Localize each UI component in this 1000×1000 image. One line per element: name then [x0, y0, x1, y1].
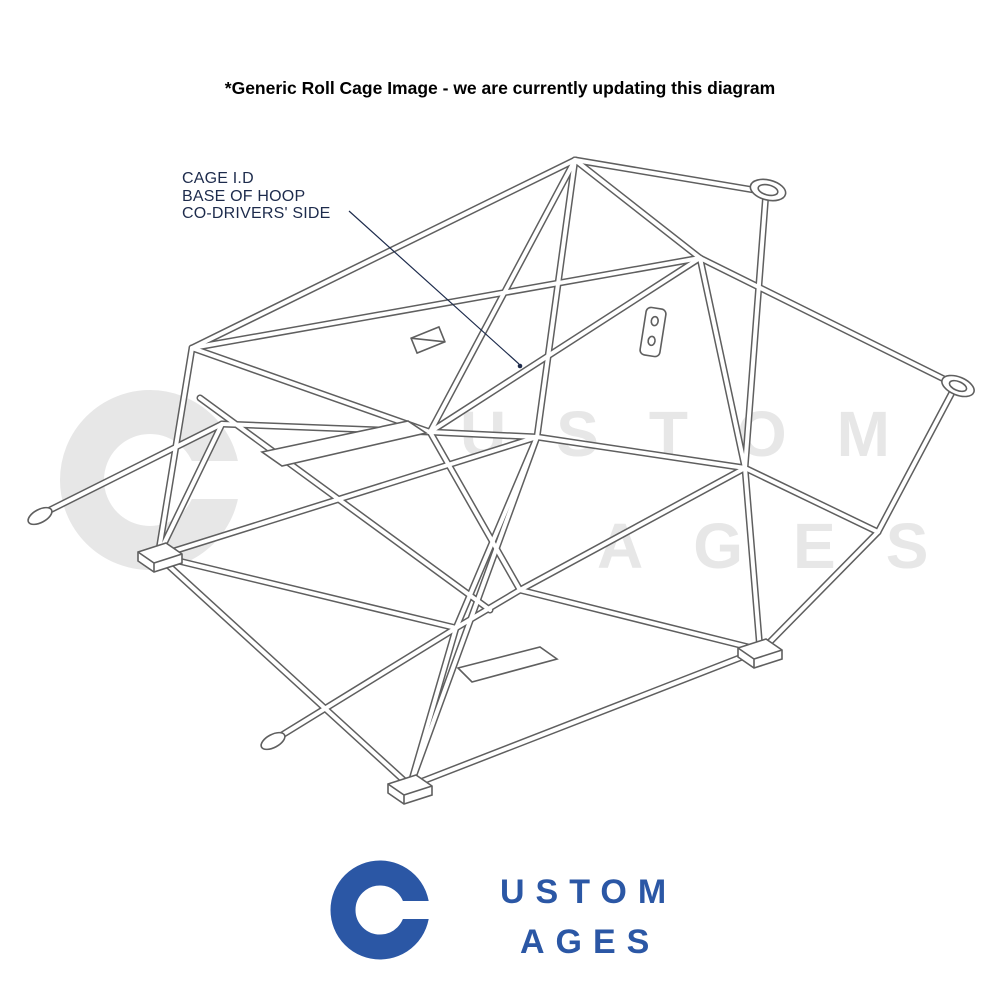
logo-c-letter: [330, 860, 435, 960]
sill-panel-detail: [260, 420, 428, 467]
callout-leader-line: [348, 210, 523, 369]
cage-id-callout: CAGE I.D BASE OF HOOP CO-DRIVERS' SIDE: [182, 170, 331, 223]
logo-top-text: USTOM: [500, 873, 677, 911]
callout-line-2: BASE OF HOOP: [182, 187, 306, 205]
tube-end-cap: [260, 731, 286, 751]
floor-panel-detail: [456, 646, 559, 683]
tube-end-cap: [941, 374, 975, 398]
cage-tubes: [42, 160, 956, 786]
mount-plate-detail: [639, 306, 667, 358]
tube-end-cap: [749, 178, 787, 202]
cage-id-tag: [410, 325, 446, 355]
custom-cages-logo: USTOM AGES: [330, 860, 677, 961]
cage-details: [27, 178, 975, 805]
callout-line-1: CAGE I.D: [182, 170, 254, 187]
callout-line-3: CO-DRIVERS' SIDE: [182, 205, 331, 222]
tube-end-cap: [27, 506, 53, 526]
diagram-disclaimer-text: *Generic Roll Cage Image - we are curren…: [224, 78, 776, 98]
logo-bottom-text: AGES: [520, 923, 660, 961]
